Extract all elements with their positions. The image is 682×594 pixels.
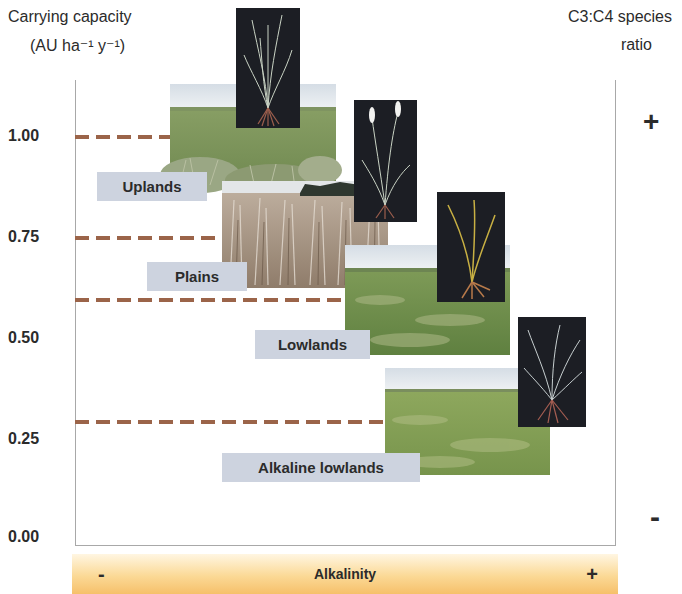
zone-label: Lowlands [255,330,370,359]
zone-label: Plains [147,262,247,291]
plant-inset-1 [236,8,300,128]
axis-title: ratio [621,36,652,54]
axis-title: Carrying capacity [8,8,132,26]
plant-inset-3 [437,192,505,302]
frame [75,80,616,546]
node-text: Uplands [122,178,181,195]
tick-value: 0.75 [8,228,39,246]
node-text: Lowlands [278,336,347,353]
node-text: Alkaline lowlands [258,459,384,476]
plant-inset-2 [354,100,417,222]
node-text: Plains [175,268,219,285]
node-text: + [586,563,598,586]
tick-value: 1.00 [8,127,39,145]
ratio-sign: - [650,500,660,534]
axis-title: C3:C4 species [568,8,672,26]
zone-label: Alkaline lowlands [222,453,420,482]
alkalinity-bar: - Alkalinity + [72,554,618,594]
zone-label: Uplands [97,172,207,201]
plant-inset-4 [518,317,586,427]
axis-unit: (AU ha⁻¹ y⁻¹) [30,36,125,55]
level-lines [75,137,387,422]
node-text: Alkalinity [314,566,376,582]
tick-value: 0.50 [8,329,39,347]
tick-value: 0.00 [8,528,39,546]
tick-value: 0.25 [8,430,39,448]
ratio-sign: + [643,106,659,138]
node-text: - [98,563,105,586]
